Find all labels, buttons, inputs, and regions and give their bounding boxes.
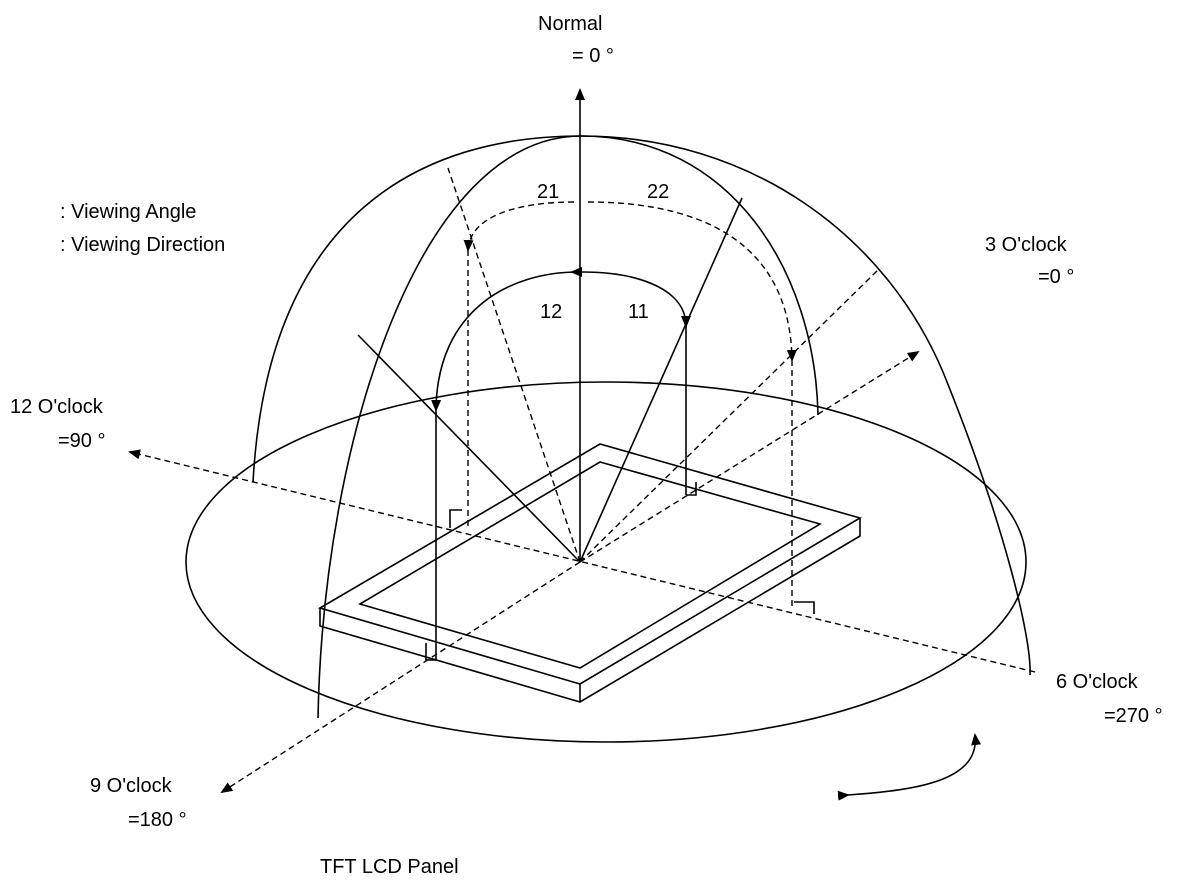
label-panel: TFT LCD Panel xyxy=(320,856,459,878)
dash-ray-22 xyxy=(579,269,879,563)
axis-9-3 xyxy=(220,561,581,794)
angle-12: 12 xyxy=(540,301,562,323)
outer-dome-right xyxy=(942,371,1031,676)
label-3-deg: =0 ° xyxy=(1038,266,1074,288)
arc-12 xyxy=(431,271,579,412)
angle-22: 22 xyxy=(647,181,669,203)
label-12-oclock: 12 O'clock xyxy=(10,396,104,418)
label-9-oclock: 9 O'clock xyxy=(90,775,173,797)
arc-21 xyxy=(463,201,575,252)
lcd-panel xyxy=(317,443,863,703)
axis-3 xyxy=(579,350,920,563)
label-3-oclock: 3 O'clock xyxy=(985,234,1068,256)
label-12-deg: =90 ° xyxy=(58,430,105,452)
label-6-oclock: 6 O'clock xyxy=(1056,671,1139,693)
ray-12 xyxy=(357,334,581,563)
inner-arc xyxy=(317,135,819,719)
angle-21: 21 xyxy=(537,181,559,203)
arc-11 xyxy=(581,271,691,328)
label-normal-deg: = 0 ° xyxy=(572,45,614,67)
axis-12-6 xyxy=(128,449,1036,673)
rotation-arrow xyxy=(837,733,982,801)
label-normal: Normal xyxy=(538,13,602,35)
label-9-deg: =180 ° xyxy=(128,809,187,831)
legend-viewing-angle: : Viewing Angle xyxy=(60,201,196,223)
base-ellipse xyxy=(185,381,1027,743)
arc-22 xyxy=(587,201,797,362)
ray-11 xyxy=(579,197,743,563)
label-6-deg: =270 ° xyxy=(1104,705,1163,727)
angle-11: 11 xyxy=(628,301,649,323)
legend-viewing-direction: : Viewing Direction xyxy=(60,234,225,256)
